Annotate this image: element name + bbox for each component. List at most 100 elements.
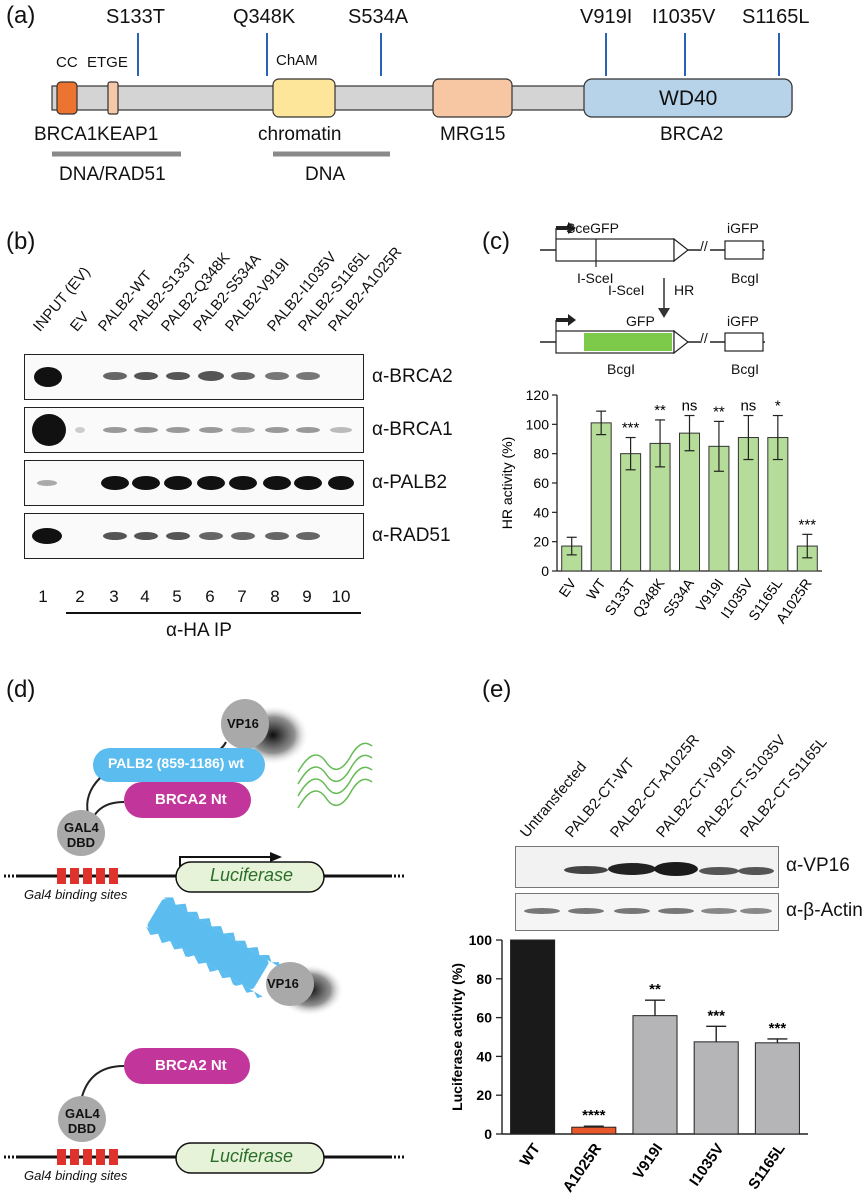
x-tick-label: S534A: [660, 575, 698, 619]
gal4-dbd-label: GAL4 DBD: [64, 820, 99, 850]
gal4-site: [57, 868, 66, 884]
blot-bands-actin: [524, 908, 772, 914]
significance-label: **: [649, 981, 661, 998]
luciferase-label: Luciferase: [210, 865, 294, 885]
mrg15-domain: [432, 78, 513, 118]
etge-label: ETGE: [87, 54, 128, 71]
y-tick-label: 100: [526, 416, 550, 432]
y-tick-label: 80: [476, 971, 492, 987]
luciferase-box: [175, 861, 325, 893]
gal4-site: [96, 1149, 105, 1165]
region-dna: DNA: [305, 164, 346, 185]
blot-brca1: [24, 407, 364, 453]
blot-label-actin: α-β-Actin: [786, 900, 863, 921]
y-tick-label: 100: [469, 932, 493, 948]
gal4-sites-label: Gal4 binding sites: [24, 887, 128, 902]
y-tick-label: 0: [484, 1126, 492, 1142]
promoter-arrow: [556, 314, 576, 326]
y-tick-label: 80: [533, 446, 549, 462]
blot-label-brca1: α-BRCA1: [372, 419, 453, 440]
lane-number: 2: [75, 587, 85, 606]
lane-number: 3: [109, 587, 119, 606]
binding-mrg15: MRG15: [440, 124, 506, 145]
dbd-label: DBD: [66, 835, 96, 850]
mrna-wave: [297, 742, 373, 773]
lane-number: 9: [302, 587, 312, 606]
x-tick-label: WT: [583, 575, 609, 602]
x-tick-label: WT: [517, 1141, 544, 1170]
bar: [693, 1041, 739, 1135]
mutation-label: V919I: [580, 6, 633, 28]
blot-actin: [515, 893, 779, 931]
significance-label: ***: [622, 420, 640, 437]
significance-label: ****: [582, 1107, 606, 1124]
break-slashes: //: [700, 330, 708, 346]
construct-break: [700, 336, 710, 348]
transcription-arrow-head: [270, 852, 282, 862]
mutation-label: Q348K: [233, 6, 296, 28]
blot-bands-brca1: [32, 414, 352, 446]
brca2-label: BRCA2 Nt: [155, 791, 227, 808]
panel-d-label: (d): [6, 676, 36, 703]
panel-a-label: (a): [6, 2, 36, 29]
gal4-label: GAL4: [65, 1106, 100, 1121]
bar: [620, 453, 642, 572]
blot-label-palb2: α-PALB2: [372, 472, 448, 493]
two-hybrid-schematic: [4, 699, 404, 1174]
palb2-domain-map: [51, 33, 793, 157]
cham-label: ChAM: [276, 52, 318, 69]
region-dna-rad51: DNA/RAD51: [59, 164, 166, 185]
lane-number: 8: [270, 587, 280, 606]
brca2-box: [124, 1048, 250, 1084]
vp16-blob: [266, 962, 314, 1006]
gal4-site: [109, 868, 118, 884]
gal4-site: [57, 1149, 66, 1165]
gal4-site: [83, 1149, 92, 1165]
lane-number: 10: [331, 587, 351, 606]
step-isce1-label: I-SceI: [608, 282, 645, 298]
bar: [632, 1015, 678, 1135]
mutation-label: S1165L: [742, 6, 810, 28]
mutation-label: I1035V: [652, 6, 716, 28]
igfp-box: [724, 240, 764, 260]
vp16-label: VP16: [227, 716, 259, 731]
blot-brca2: [24, 354, 364, 400]
bcg1-label: BcgI: [731, 361, 760, 377]
scegfp-box: [555, 238, 675, 262]
significance-label: ***: [707, 1007, 725, 1024]
significance-label: **: [713, 403, 725, 420]
construct-break: [700, 244, 710, 256]
x-tick-label: Q348K: [629, 575, 667, 620]
significance-label: *: [775, 398, 781, 415]
x-tick-label: A1025R: [560, 1140, 606, 1195]
significance-label: ***: [799, 516, 817, 533]
mrna-wave: [297, 778, 373, 809]
isce1-label: I-SceI: [577, 270, 614, 286]
promoter-arrow: [556, 222, 576, 234]
y-tick-label: 0: [541, 563, 549, 579]
igfp-box: [724, 332, 764, 352]
wd40-label: WD40: [659, 87, 718, 110]
blot-vp16: [515, 846, 779, 888]
scegfp-label: SceGFP: [566, 220, 619, 236]
bcg1-label: BcgI: [607, 361, 636, 377]
lane-number: 4: [140, 587, 150, 606]
break-slashes: //: [700, 238, 708, 254]
igfp-label: iGFP: [727, 220, 759, 236]
brca2-tether: [86, 777, 101, 815]
mrna-wave: [297, 754, 373, 785]
scegfp-arrow: [673, 237, 689, 263]
blot-label-brca2: α-BRCA2: [372, 366, 453, 387]
palb2-wt-box: [93, 748, 265, 782]
panel-b-label: (b): [6, 228, 36, 255]
blot-rad51: [24, 513, 364, 559]
gfp-label: GFP: [626, 313, 655, 329]
cc-label: CC: [56, 54, 78, 71]
lane-label: EV: [66, 308, 93, 335]
cham-domain: [272, 78, 336, 118]
etge-motif: [107, 81, 119, 115]
palb2-mt-spiky: [146, 897, 281, 999]
binding-brca1: BRCA1: [34, 124, 98, 145]
binding-brca2: BRCA2: [660, 124, 724, 145]
